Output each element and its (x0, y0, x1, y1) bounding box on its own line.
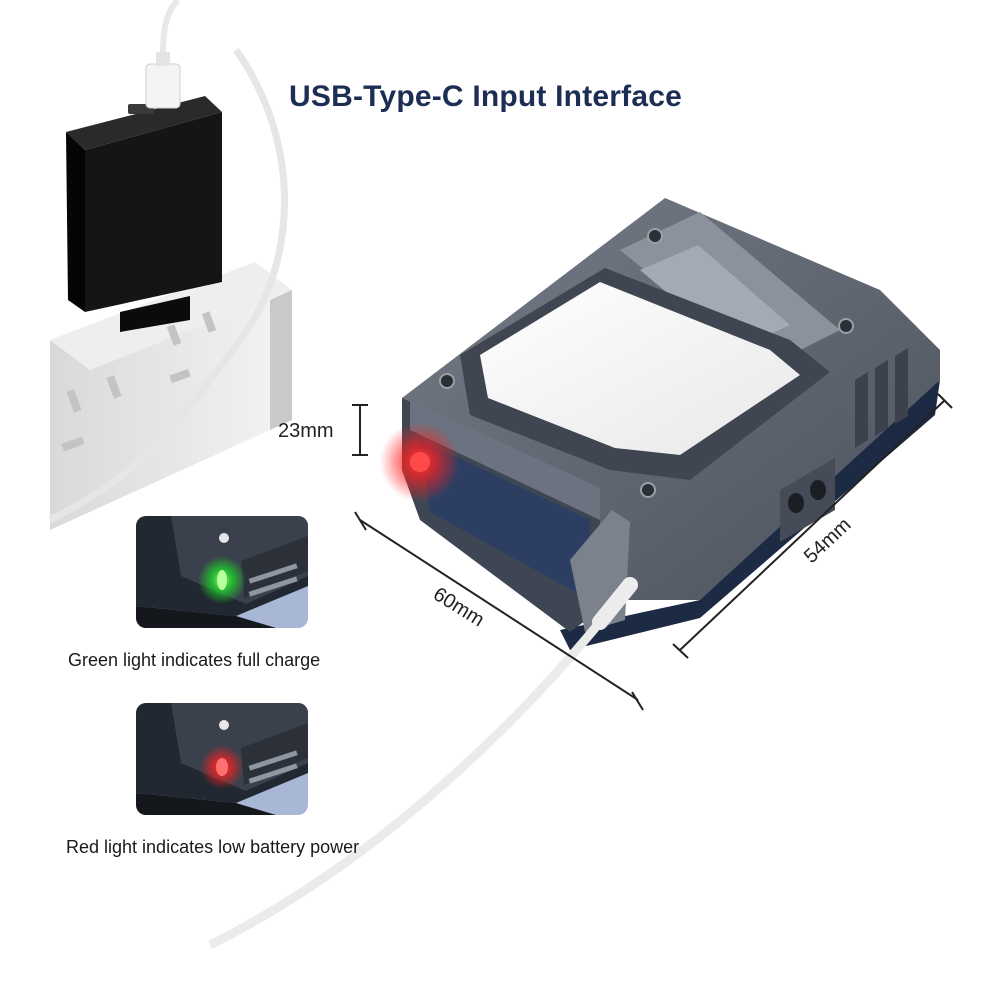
red-indicator-caption: Red light indicates low battery power (66, 837, 360, 857)
page-title: USB-Type-C Input Interface (289, 80, 683, 113)
side-vents (855, 348, 908, 448)
dimension-length-label: 60mm (429, 583, 488, 631)
wall-charger (66, 0, 222, 332)
cob-light-panel (480, 282, 800, 455)
usb-c-cable (207, 577, 638, 950)
green-indicator-thumbnail (136, 516, 308, 628)
usb-plug (145, 63, 181, 109)
red-indicator-thumbnail (136, 703, 308, 815)
worklight-device (380, 198, 940, 650)
screws (439, 228, 854, 498)
side-ports (780, 458, 835, 542)
green-indicator-caption: Green light indicates full charge (68, 650, 321, 670)
dimension-lines (352, 393, 953, 711)
dimension-height-label: 23mm (278, 420, 334, 442)
charger-cable (48, 47, 288, 524)
socket-slots (61, 311, 217, 452)
